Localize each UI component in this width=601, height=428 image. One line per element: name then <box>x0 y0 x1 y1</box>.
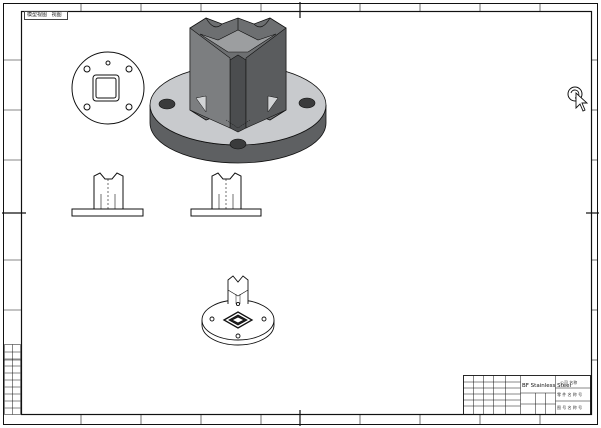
view-tab-label: 模型视图 视图 <box>24 11 68 20</box>
top-view <box>71 51 145 125</box>
title-block <box>463 375 591 415</box>
side-view <box>190 172 262 217</box>
front-view <box>71 172 144 217</box>
title-block-company: BF Stainless Steel <box>522 383 572 389</box>
view-tab-label-a: 模型视图 <box>27 12 48 18</box>
title-block-field-1: 公司 名称 <box>560 379 577 385</box>
title-block-field-2: 零 件 名 称 号 <box>557 391 582 397</box>
isometric-line-view <box>201 275 275 346</box>
revision-strip <box>4 344 21 415</box>
mouse-cursor <box>567 86 589 112</box>
title-block-field-3: 图 号 名 称 号 <box>557 404 582 410</box>
isometric-view <box>149 17 327 164</box>
view-tab-label-b: 视图 <box>51 12 62 18</box>
